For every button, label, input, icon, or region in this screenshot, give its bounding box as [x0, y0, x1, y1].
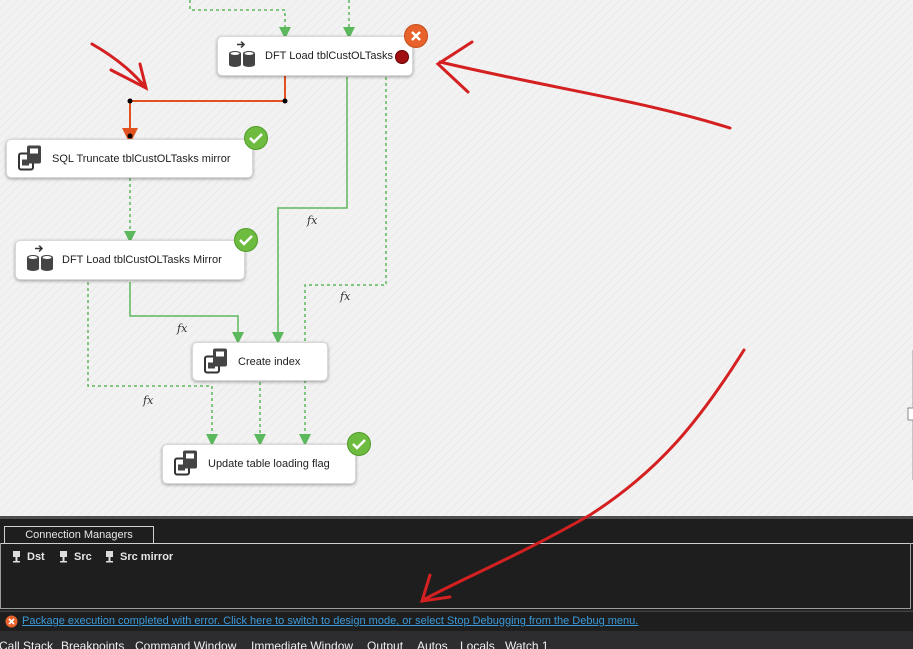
error-icon: [5, 615, 18, 628]
control-flow-canvas[interactable]: fx fx fx fx DFT Load tblCustOLTasks: [0, 0, 913, 516]
success-check-icon: [347, 432, 371, 456]
connection-icon: [13, 551, 20, 563]
connection-manager-item[interactable]: Dst: [12, 551, 45, 563]
expression-marker: fx: [340, 290, 351, 303]
connection-managers-panel: Connection Managers Dst Src Src mirror: [0, 516, 913, 610]
tab-breakpoints[interactable]: Breakpoints: [61, 639, 125, 649]
connection-managers-tab[interactable]: Connection Managers: [4, 526, 154, 543]
data-flow-task-icon: [26, 244, 56, 275]
zoom-control[interactable]: [905, 340, 913, 490]
task-create-index[interactable]: Create index: [192, 342, 328, 381]
connection-icon: [60, 551, 67, 563]
constraint-dft-update: [299, 77, 387, 446]
status-bar: Package execution completed with error. …: [0, 611, 913, 631]
tab-autos[interactable]: Autos: [417, 639, 448, 649]
task-label: Update table loading flag: [208, 458, 330, 470]
task-label: SQL Truncate tblCustOLTasks mirror: [52, 152, 231, 165]
connection-icon: [106, 551, 113, 563]
constraint-mirror-index: [129, 282, 244, 344]
error-icon: [404, 24, 428, 48]
success-check-icon: [244, 126, 268, 150]
data-flow-task-icon: [228, 40, 258, 71]
switch-to-design-mode-link[interactable]: Package execution completed with error. …: [22, 615, 639, 627]
task-label: Create index: [238, 355, 301, 368]
execute-sql-task-icon: [17, 143, 45, 174]
tab-call-stack[interactable]: Call Stack: [0, 639, 54, 649]
tab-command-window[interactable]: Command Window: [135, 639, 237, 649]
tool-window-tabs: Call Stack Breakpoints Command Window Im…: [0, 631, 913, 649]
connection-managers-area[interactable]: [0, 543, 911, 609]
tab-watch-1[interactable]: Watch 1: [505, 639, 549, 649]
tab-immediate-window[interactable]: Immediate Window: [251, 639, 354, 649]
task-label: DFT Load tblCustOLTasks: [265, 50, 393, 62]
connection-manager-label: Src: [74, 551, 92, 563]
expression-marker: fx: [143, 394, 154, 407]
breakpoint-icon[interactable]: [395, 50, 409, 64]
constraint-in-left: [189, 0, 291, 39]
connection-manager-label: Src mirror: [120, 551, 174, 563]
tab-output[interactable]: Output: [367, 639, 404, 649]
expression-marker: fx: [177, 322, 188, 335]
tab-locals[interactable]: Locals: [460, 639, 495, 649]
execute-sql-task-icon: [203, 346, 231, 377]
connection-manager-label: Dst: [27, 551, 45, 563]
constraint-mirror-update: [87, 282, 218, 446]
connection-manager-item[interactable]: Src: [59, 551, 92, 563]
task-update-flag[interactable]: Update table loading flag: [162, 444, 356, 484]
task-dft-load-mirror[interactable]: DFT Load tblCustOLTasks Mirror: [15, 240, 245, 280]
failure-constraint: [122, 76, 286, 144]
expression-marker: fx: [307, 214, 318, 227]
constraint-dft-index: [272, 77, 348, 344]
success-check-icon: [234, 228, 258, 252]
task-dft-load[interactable]: DFT Load tblCustOLTasks: [217, 36, 413, 76]
execute-sql-task-icon: [173, 449, 201, 480]
connection-manager-item[interactable]: Src mirror: [105, 551, 173, 563]
task-sql-truncate[interactable]: SQL Truncate tblCustOLTasks mirror: [6, 139, 253, 178]
task-label: DFT Load tblCustOLTasks Mirror: [62, 254, 222, 266]
